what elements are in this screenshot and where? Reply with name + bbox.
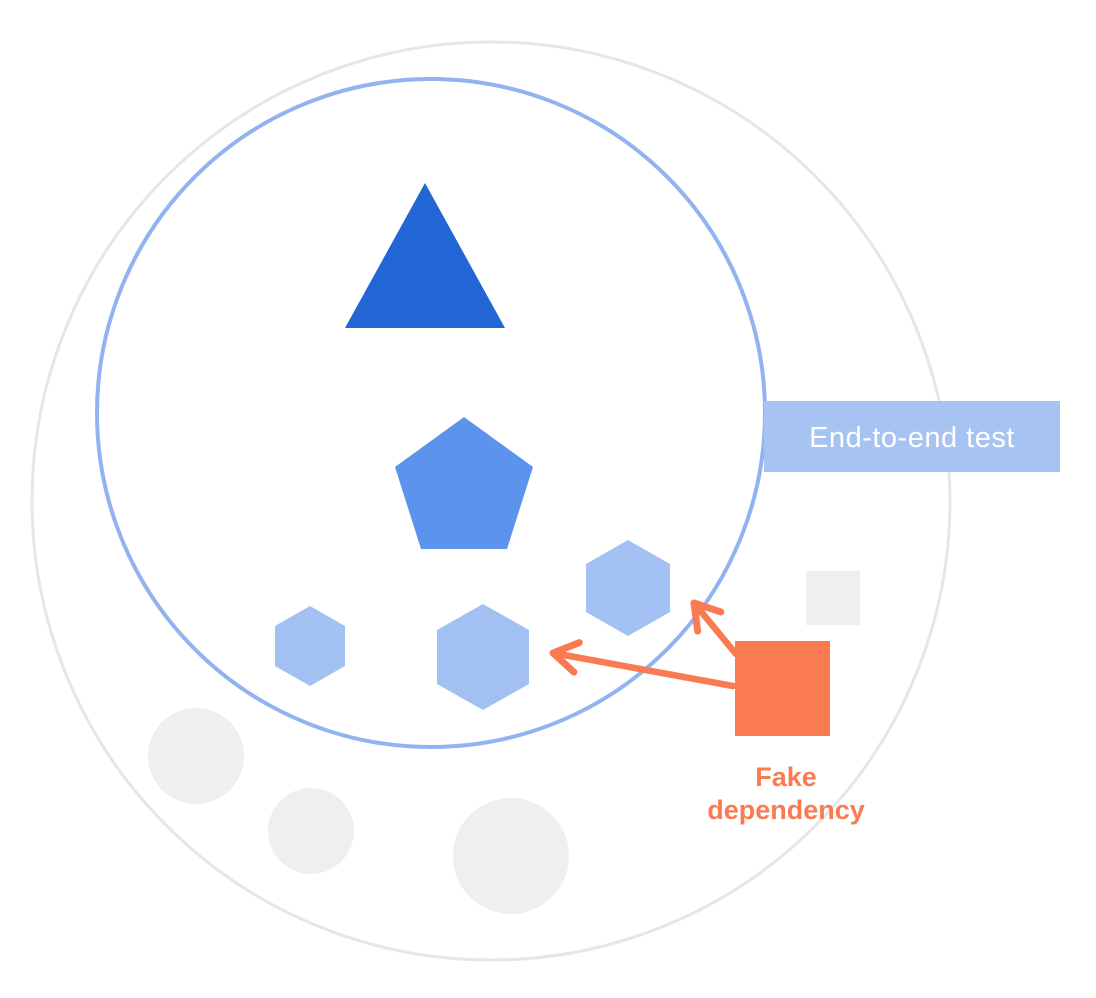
triangle-shape [345,183,505,328]
gray-circle-1 [148,708,244,804]
gray-square [806,571,860,625]
fake-dependency-label-line1: Fake [755,762,817,792]
end-to-end-ribbon-label: End-to-end test [809,422,1015,454]
test-boundary-circle [95,77,767,749]
fake-dependency-square [735,641,830,736]
hexagon-right [586,540,670,636]
end-to-end-ribbon [764,401,1060,472]
outer-system-circle [30,40,952,962]
fake-dependency-label-line2: dependency [707,795,865,825]
arrow-to-right-hexagon [690,599,740,658]
hexagon-center [437,604,529,710]
hexagon-left [275,606,345,686]
gray-circle-2 [268,788,354,874]
arrow-to-center-hexagon [549,639,737,690]
pentagon-shape [395,417,533,549]
gray-circle-3 [453,798,569,914]
